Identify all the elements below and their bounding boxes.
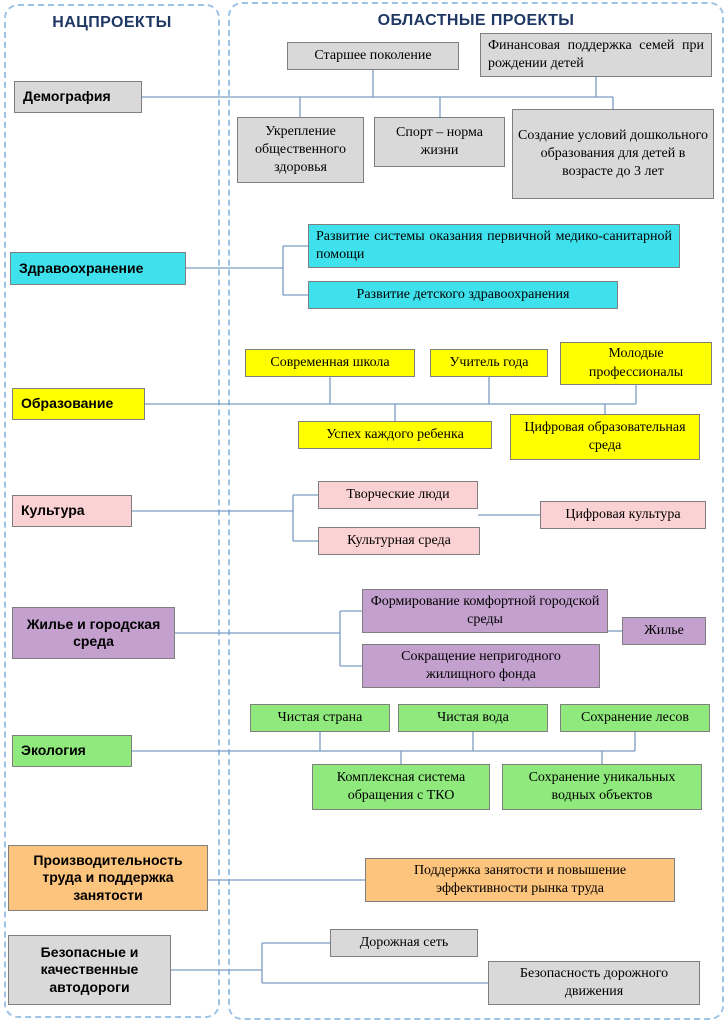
category-demografia: Демография [14,81,142,113]
project-sovremennaya-shkola: Современная школа [245,349,415,377]
project-uchitel-goda: Учитель года [430,349,548,377]
project-molodye-professionaly: Молодые профессионалы [560,342,712,385]
project-dorozhnaya-set: Дорожная сеть [330,929,478,957]
project-bezopasnost-dvizheniya: Безопасность дорожного движения [488,961,700,1005]
project-doshkolnoe-obrazovanie: Создание условий дошкольного образования… [512,109,714,199]
project-sohranenie-lesov: Сохранение лесов [560,704,710,732]
right-panel-title: ОБЛАСТНЫЕ ПРОЕКТЫ [377,12,575,29]
project-chistaya-voda: Чистая вода [398,704,548,732]
category-zdravoohranenie: Здравоохранение [10,252,186,285]
category-ekologia: Экология [12,735,132,767]
category-zhilye-gorodskaya-sreda: Жилье и городская среда [12,607,175,659]
project-chistaya-strana: Чистая страна [250,704,390,732]
project-starshee-pokolenie: Старшее поколение [287,42,459,70]
left-panel-title: НАЦПРОЕКТЫ [52,14,172,31]
project-tsifrovaya-kultura: Цифровая культура [540,501,706,529]
project-kulturnaya-sreda: Культурная среда [318,527,480,555]
project-ukreplenie-zdorovya: Укрепление общественного здоровья [237,117,364,183]
project-uspekh-kazhdogo-rebenka: Успех каждого ребенка [298,421,492,449]
category-obrazovanie: Образование [12,388,145,420]
project-komfortnaya-gorodskaya-sreda: Формирование комфортной городской среды [362,589,608,633]
project-pervichnaya-pomosch: Развитие системы оказания первичной меди… [308,224,680,268]
category-avtodorogi: Безопасные и качественные автодороги [8,935,171,1005]
project-zhilye: Жилье [622,617,706,645]
project-tsifrovaya-obrazovatelnaya-sreda: Цифровая образовательная среда [510,414,700,460]
project-tvorcheskie-lyudi: Творческие люди [318,481,478,509]
category-proizvoditelnost-truda: Производительность труда и поддержка зан… [8,845,208,911]
project-obraschenie-s-tko: Комплексная система обращения с ТКО [312,764,490,810]
project-finansovaya-podderzhka: Финансовая поддержка семей при рождении … [480,33,712,77]
project-detskoe-zdravoohranenie: Развитие детского здравоохранения [308,281,618,309]
project-unikalnye-vodnye-obekty: Сохранение уникальных водных объектов [502,764,702,810]
project-podderzhka-zanyatosti: Поддержка занятости и повышение эффектив… [365,858,675,902]
project-neprigodny-zhilischny-fond: Сокращение непригодного жилищного фонда [362,644,600,688]
project-sport-norma-zhizni: Спорт – норма жизни [374,117,505,167]
category-kultura: Культура [12,495,132,527]
